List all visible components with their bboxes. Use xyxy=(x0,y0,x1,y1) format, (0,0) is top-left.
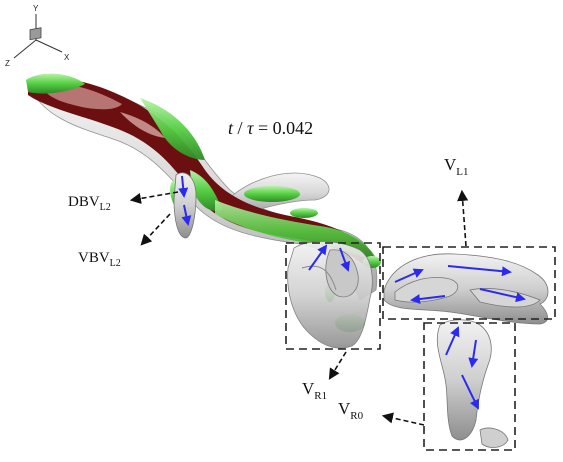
label-v-r0-base: V xyxy=(338,399,351,418)
time-equals: = xyxy=(253,118,272,138)
axis-triad: Y X Z xyxy=(5,4,70,68)
vortex-ring-r1 xyxy=(287,241,373,349)
label-v-l1-sub: L1 xyxy=(456,166,468,178)
box-l1 xyxy=(382,246,556,320)
vortex-ring-l1 xyxy=(383,253,549,325)
axis-z-label: Z xyxy=(5,59,10,68)
label-dbv-l2-base: DBV xyxy=(68,194,100,210)
time-t: t xyxy=(228,118,234,138)
axis-cube-icon xyxy=(29,27,42,41)
label-v-r1: VR1 xyxy=(302,379,327,402)
axis-y-label: Y xyxy=(33,4,39,13)
label-vbv-l2-sub: L2 xyxy=(110,258,121,269)
time-value: 0.042 xyxy=(273,118,314,138)
label-vbv-l2-base: VBV xyxy=(78,250,110,266)
box-r0 xyxy=(423,322,516,451)
label-dbv-l2-sub: L2 xyxy=(100,202,111,213)
label-v-r1-base: V xyxy=(302,379,315,398)
label-v-l1-base: V xyxy=(444,155,457,174)
axis-x-label: X xyxy=(64,53,70,62)
label-dbv-l2: DBVL2 xyxy=(68,194,111,213)
box-r1 xyxy=(285,242,381,350)
label-v-r0: VR0 xyxy=(338,399,364,422)
time-slash: / xyxy=(233,118,247,138)
label-v-l1: VL1 xyxy=(444,155,469,178)
pointer-arrows xyxy=(129,189,469,426)
label-v-r1-sub: R1 xyxy=(314,390,327,402)
dashed-boxes xyxy=(285,242,556,451)
label-vbv-l2: VBVL2 xyxy=(78,250,121,269)
time-tau: τ xyxy=(247,118,254,138)
bv-l2-structures xyxy=(173,172,197,239)
vortex-ring-r0 xyxy=(436,319,509,448)
label-v-r0-sub: R0 xyxy=(350,410,363,422)
time-label: t / τ = 0.042 xyxy=(228,118,313,138)
